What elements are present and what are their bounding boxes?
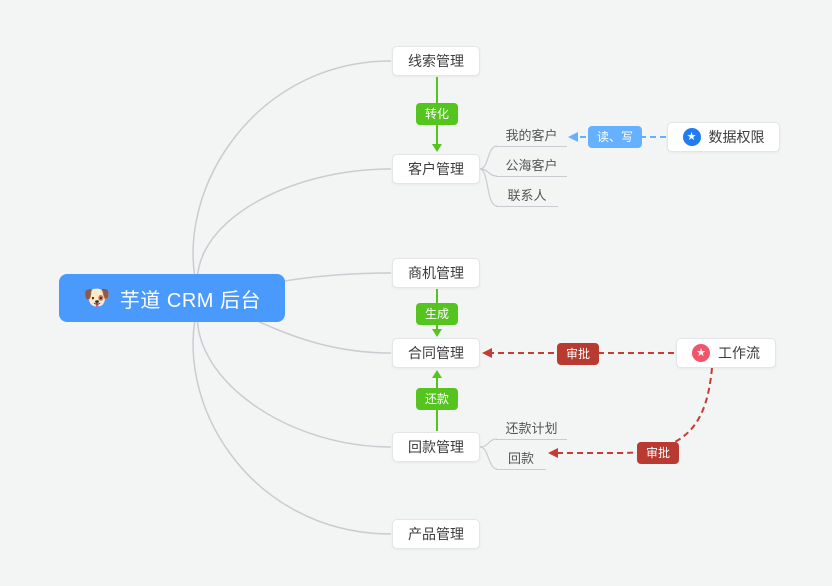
arrow-generate-head [432, 329, 442, 337]
branch-line-product [192, 297, 392, 535]
edge-label-repay: 还款 [415, 388, 459, 410]
green-arrows [432, 77, 442, 431]
arrow-approve-receipt-head [548, 448, 558, 458]
branch-line-customer [196, 168, 392, 299]
arrow-read-write-head [568, 132, 578, 142]
node-data-permission[interactable]: ★ 数据权限 [667, 122, 780, 152]
branch-line-leads [192, 60, 392, 299]
arrow-repay-head [432, 370, 442, 378]
branch-line-receivable [196, 297, 392, 448]
child-node-public-customer[interactable]: 公海客户 [496, 158, 567, 177]
node-customer-label: 客户管理 [408, 161, 464, 177]
node-data-permission-label: 数据权限 [708, 129, 765, 145]
child-line-receipt [479, 446, 498, 470]
node-receivable[interactable]: 回款管理 [392, 432, 480, 462]
node-leads[interactable]: 线索管理 [392, 46, 480, 76]
edge-label-approve-contract: 审批 [556, 343, 600, 365]
root-node-label: 芋道 CRM 后台 [119, 289, 262, 312]
child-node-repayment-plan[interactable]: 还款计划 [496, 421, 567, 440]
star-circle-icon: ★ [692, 344, 710, 362]
node-opportunity-label: 商机管理 [408, 265, 464, 281]
node-receivable-label: 回款管理 [408, 439, 464, 455]
child-line-my-customer [479, 145, 498, 170]
child-line-repayment-plan [479, 438, 498, 448]
child-node-receipt[interactable]: 回款 [496, 451, 546, 470]
node-workflow-label: 工作流 [718, 345, 760, 361]
node-contract[interactable]: 合同管理 [392, 338, 480, 368]
child-node-my-customer[interactable]: 我的客户 [496, 128, 567, 147]
child-line-contact [479, 168, 498, 207]
node-product[interactable]: 产品管理 [392, 519, 480, 549]
star-circle-icon: ★ [682, 128, 701, 146]
arrow-approve-contract-head [482, 348, 492, 358]
arrow-convert-head [432, 144, 442, 152]
node-contract-label: 合同管理 [408, 345, 464, 361]
node-workflow[interactable]: ★ 工作流 [676, 338, 776, 368]
edge-label-read-write: 读、写 [587, 126, 643, 148]
edge-label-convert: 转化 [415, 103, 459, 125]
edge-label-approve-receipt: 审批 [636, 442, 680, 464]
child-curves [479, 145, 498, 470]
root-node[interactable]: 🐶 芋道 CRM 后台 [59, 274, 285, 322]
node-customer[interactable]: 客户管理 [392, 154, 480, 184]
dog-emoji-icon: 🐶 [82, 285, 111, 310]
node-opportunity[interactable]: 商机管理 [392, 258, 480, 288]
arrow-approve-receipt-line [558, 367, 713, 454]
node-leads-label: 线索管理 [408, 53, 464, 69]
edge-label-generate: 生成 [415, 303, 459, 325]
child-node-contact[interactable]: 联系人 [496, 188, 558, 207]
node-product-label: 产品管理 [408, 526, 464, 542]
